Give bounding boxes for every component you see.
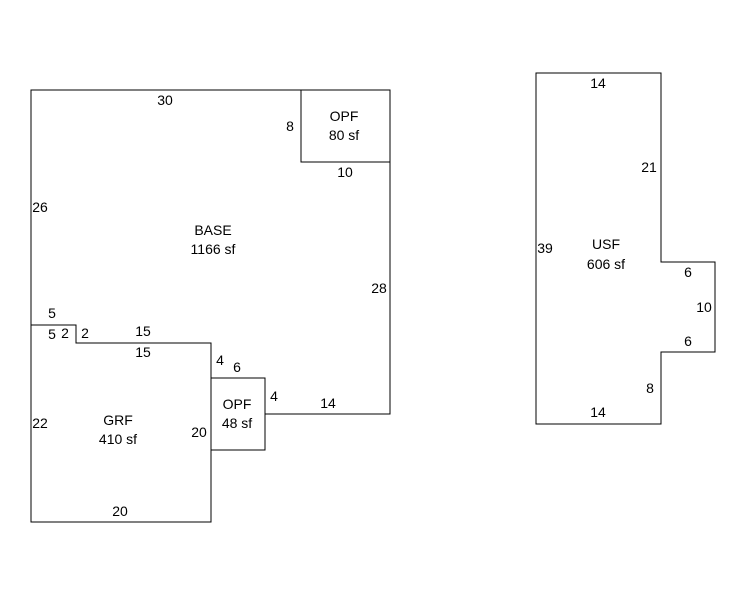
grf-label: GRF — [103, 412, 133, 428]
usf-area: 606 sf — [587, 256, 625, 272]
opf-bottom-outline — [210, 377, 266, 451]
dim-usf-bump-top: 6 — [684, 264, 692, 280]
dim-usf-top: 14 — [590, 75, 606, 91]
dim-notch-left: 5 — [48, 326, 56, 342]
dim-opf-top-left: 8 — [286, 118, 294, 134]
dim-step-top: 15 — [135, 323, 151, 339]
dim-notch-top: 5 — [48, 305, 56, 321]
dim-usf-right-lower: 8 — [646, 380, 654, 396]
dim-usf-left: 39 — [537, 240, 553, 256]
opf-top-outline — [300, 89, 391, 163]
usf-outline — [535, 72, 716, 425]
dim-grf-bottom: 20 — [112, 503, 128, 519]
dim-usf-bump-right: 10 — [696, 299, 712, 315]
opf-top-area: 80 sf — [329, 127, 359, 143]
opf-bottom-label: OPF — [223, 396, 252, 412]
dim-grf-right: 20 — [191, 424, 207, 440]
opf-top-label: OPF — [330, 108, 359, 124]
dim-opf-bottom-right: 4 — [270, 388, 278, 404]
dim-base-top: 30 — [157, 92, 173, 108]
dim-grf-left: 22 — [32, 415, 48, 431]
base-label: BASE — [194, 222, 231, 238]
dim-opf-bottom-top: 6 — [233, 359, 241, 375]
dim-base-right: 28 — [371, 280, 387, 296]
dim-grf-right-upper: 4 — [216, 352, 224, 368]
dim-base-left: 26 — [32, 199, 48, 215]
dim-notch-right-left: 2 — [61, 325, 69, 341]
grf-area: 410 sf — [99, 431, 137, 447]
base-area: 1166 sf — [191, 241, 236, 257]
dim-usf-right-upper: 21 — [641, 159, 657, 175]
grf-outline — [30, 324, 212, 523]
dim-usf-bump-bottom: 6 — [684, 333, 692, 349]
dim-opf-top-bottom: 10 — [337, 164, 353, 180]
opf-bottom-area: 48 sf — [222, 415, 252, 431]
dim-base-bottom-right: 14 — [320, 395, 336, 411]
dim-step-bottom: 15 — [135, 344, 151, 360]
usf-label: USF — [592, 236, 620, 252]
dim-usf-bottom: 14 — [590, 404, 606, 420]
dim-notch-right-right: 2 — [81, 325, 89, 341]
